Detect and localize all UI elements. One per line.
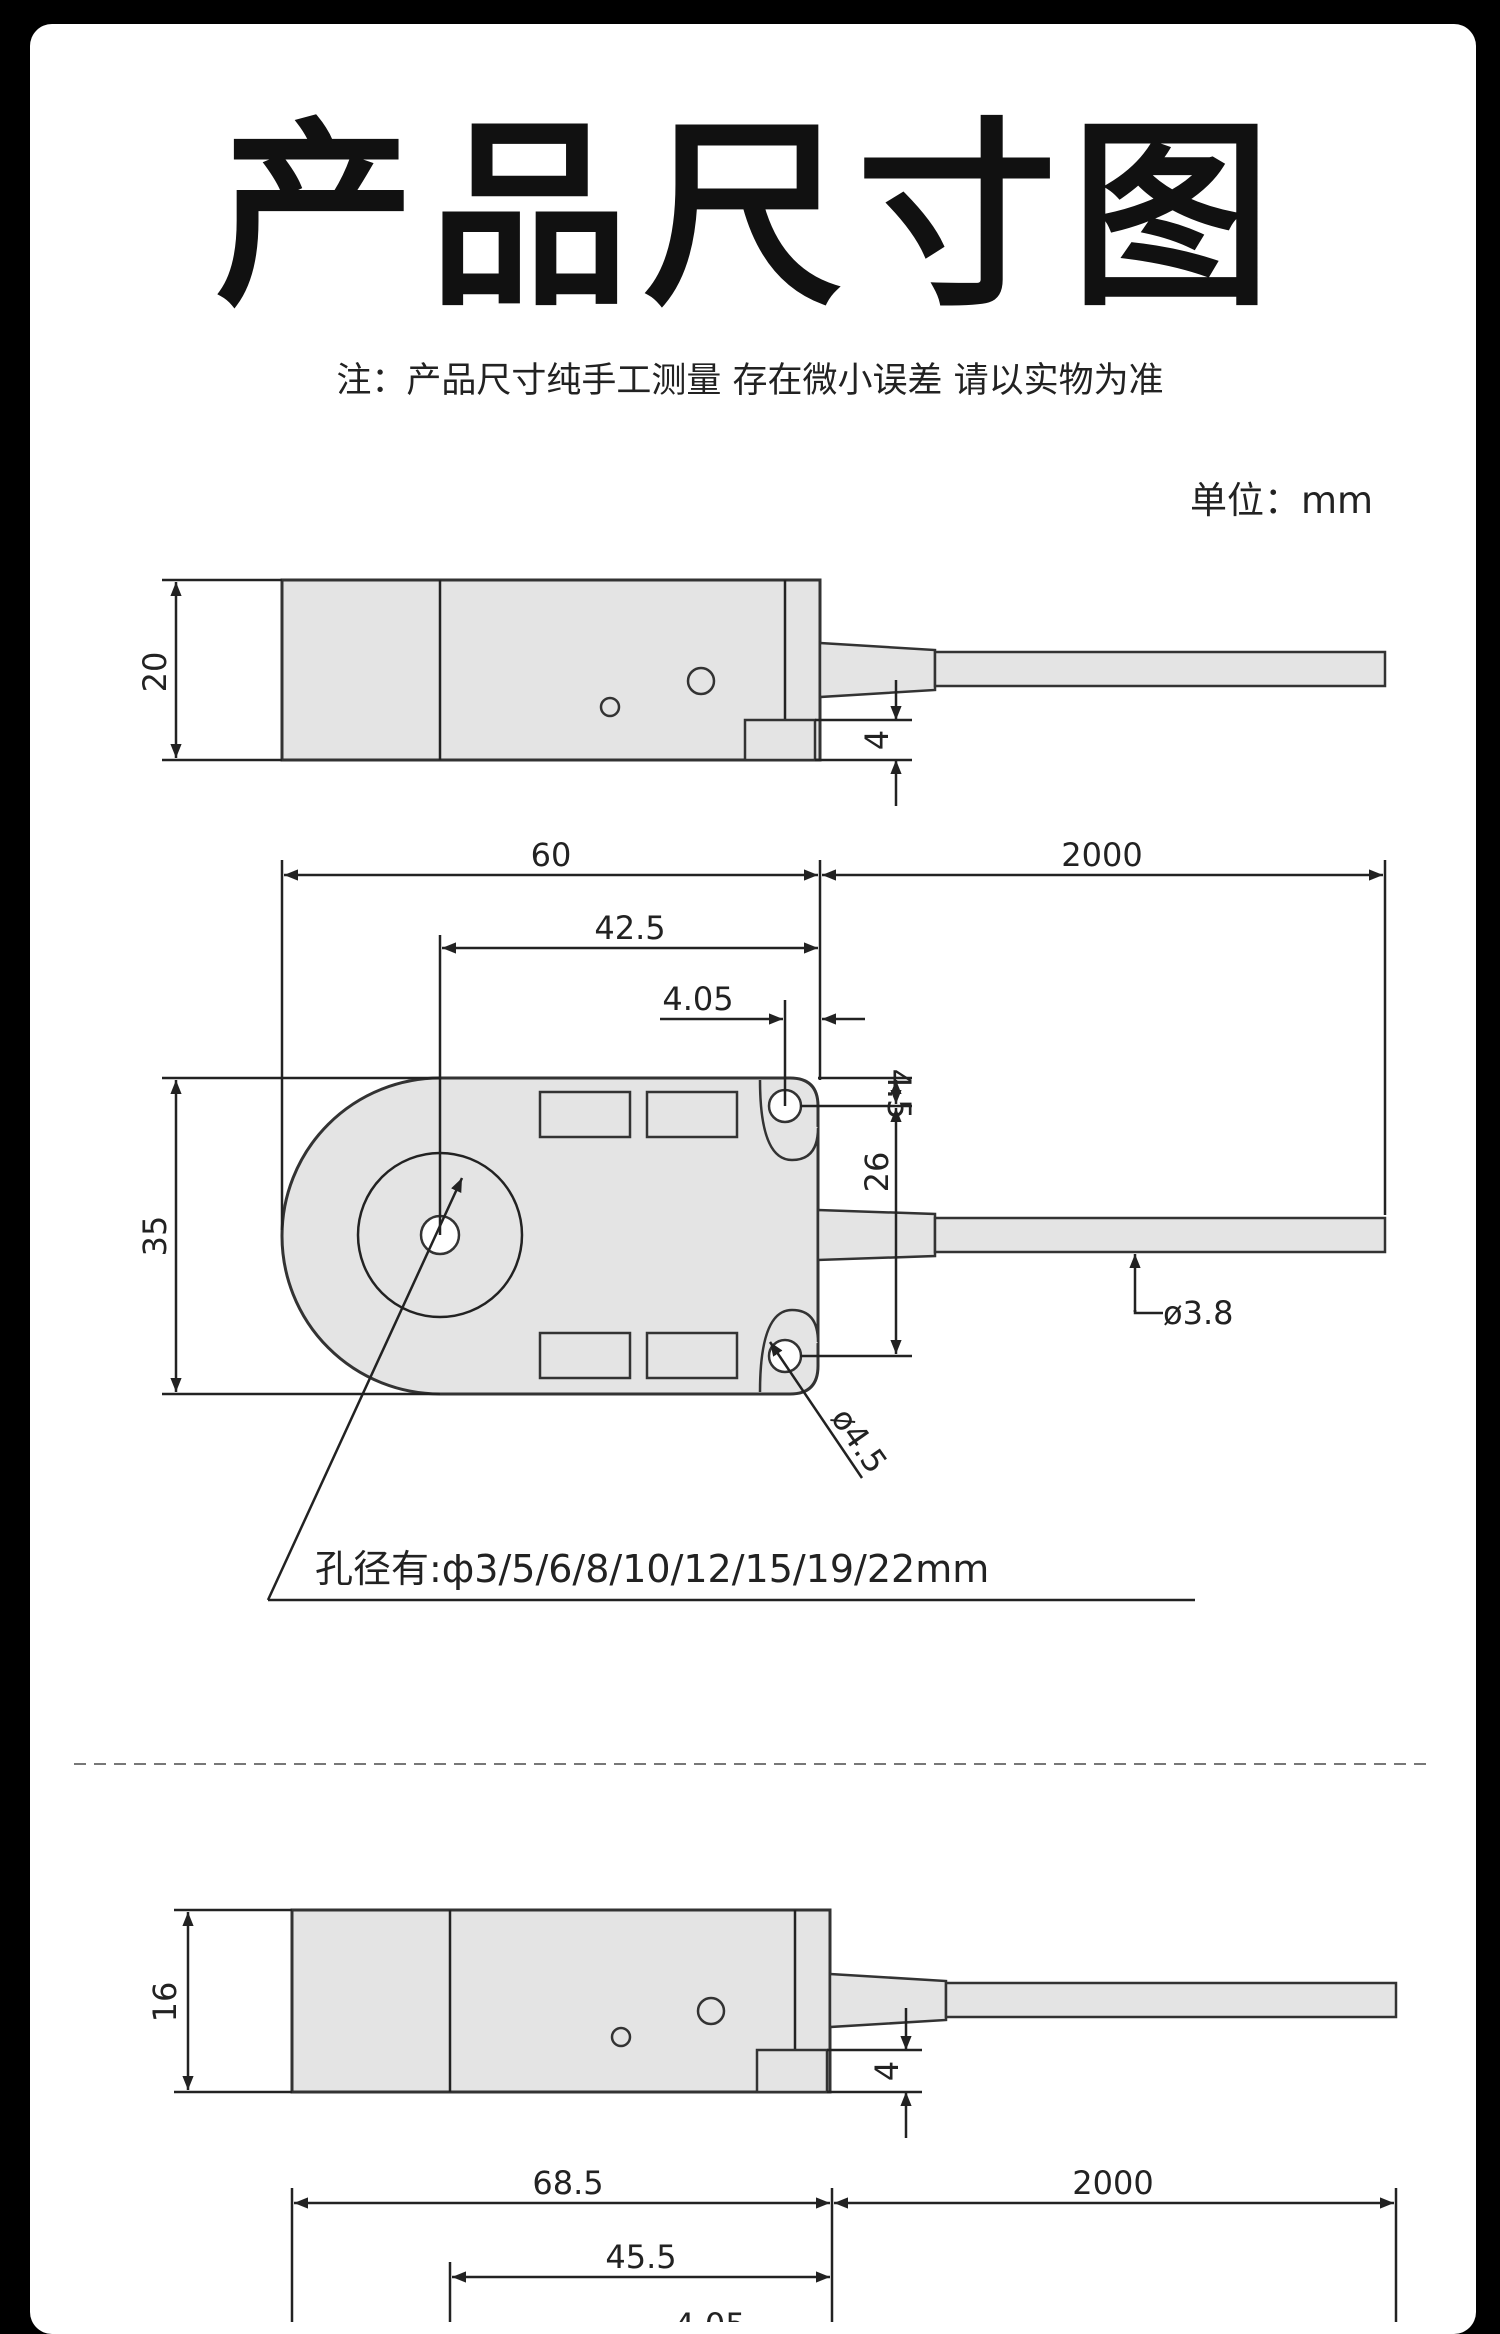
dim-height: 16 [146, 1982, 184, 2023]
indicator-window [645, 1090, 739, 1139]
dim-width: 35 [136, 1216, 174, 1257]
dim-mount-diameter: ø4.5 [823, 1401, 895, 1481]
dim-height: 20 [136, 652, 174, 693]
indicator-window [538, 1090, 632, 1139]
dim-mount-top: 4.5 [880, 1069, 918, 1120]
indicator-window [645, 1331, 739, 1380]
page-title: 产品尺寸图 [214, 101, 1285, 334]
dim-mount-spacing: 26 [858, 1152, 896, 1193]
dim-slot-height: 4 [858, 730, 896, 750]
dim-length: 68.5 [532, 2164, 603, 2202]
slot [755, 2048, 829, 2094]
sensor-body-side [290, 1908, 832, 2094]
dim-hole-center: 42.5 [594, 909, 665, 947]
sensor-body-side [280, 578, 822, 762]
cable-gland [828, 1972, 948, 2029]
side-hole-large [686, 666, 716, 696]
dim-cable-length: 2000 [1061, 836, 1142, 874]
side-hole-large [696, 1996, 726, 2026]
cable-gland [818, 641, 937, 699]
cable [944, 1981, 1398, 2019]
measurement-note: 注：产品尺寸纯手工测量 存在微小误差 请以实物为准 [336, 361, 1164, 401]
indicator-window [538, 1331, 632, 1380]
side-view-2: 16 4 [146, 1908, 1398, 2138]
top-view-1: 60 2000 42.5 4.05 4.5 26 35 ø3.8 ø4.5 [136, 836, 1387, 1602]
dim-cable-diameter: ø3.8 [1163, 1294, 1233, 1332]
dim-length: 60 [531, 836, 572, 874]
side-view-1: 20 4 [136, 578, 1387, 806]
cable-gland [816, 1208, 937, 1262]
dim-slot-height: 4 [868, 2061, 906, 2081]
cable [933, 650, 1387, 688]
cable [933, 1216, 1387, 1254]
dim-cable-length: 2000 [1072, 2164, 1153, 2202]
dim-mount-offset: 4.05 [662, 980, 733, 1018]
slot [743, 718, 817, 762]
side-hole-small [599, 696, 621, 718]
side-hole-small [610, 2026, 632, 2048]
dim-mount-offset: 4.05 [674, 2306, 745, 2322]
unit-label: 单位：mm [1190, 479, 1374, 522]
top-view-2: 68.5 2000 45.5 4.05 [290, 2164, 1398, 2322]
mount-hole-bottom [767, 1338, 803, 1374]
bore-options: 孔径有:ф3/5/6/8/10/12/15/19/22mm [315, 1547, 989, 1591]
dim-hole-center: 45.5 [605, 2238, 676, 2276]
